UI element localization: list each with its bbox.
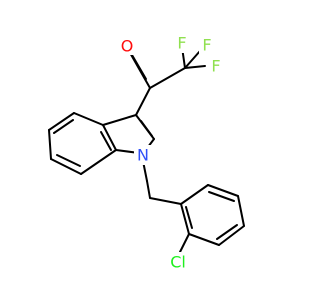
chlorine-atom-label: Cl (170, 253, 186, 272)
molecule-canvas: O F F F N Cl (48, 33, 245, 272)
bond-c3a-c7a-inner (100, 131, 112, 151)
fluorine-atom-label-top-right: F (202, 36, 211, 55)
bond-benzyl-1-2 (180, 184, 209, 205)
fluorine-atom-label-right: F (211, 57, 220, 76)
nitrogen-atom-label: N (137, 146, 149, 165)
bond-c5-c6 (48, 129, 52, 160)
bond-benzyl-6-1 (180, 203, 190, 235)
bond-carbonyl-double-b (131, 54, 147, 80)
bond-c3a-c3 (102, 114, 137, 126)
bond-carbonyl-indole-c3 (135, 87, 151, 116)
bond-cf3-f-top-right (184, 50, 201, 69)
bonds (48, 46, 245, 253)
fluorine-atom-label-top-left: F (177, 34, 186, 53)
bond-c4-c5-inner (53, 119, 74, 134)
bond-benzyl-2-3 (207, 184, 239, 197)
bond-benzyl-2-3-inner (208, 191, 235, 202)
bond-benzyl-5-6 (188, 233, 220, 246)
bond-c4-c5 (48, 112, 75, 131)
bond-c7-c7a (80, 149, 117, 175)
oxygen-atom-label: O (121, 37, 134, 56)
atom-labels: O F F F N Cl (119, 33, 224, 272)
bond-c7a-c3a (102, 124, 117, 151)
bond-cf3-f-right (184, 65, 206, 69)
bond-c6-c7 (50, 158, 82, 175)
bond-benzyl-6-1-inner (185, 206, 193, 229)
structure-drawing: O F F F N Cl (48, 33, 245, 272)
bond-c3-c2-inner (140, 120, 153, 137)
bond-n1-ch2-lower (146, 180, 151, 199)
bond-c6-c7-inner (56, 154, 81, 167)
bond-benzyl-3-4 (237, 195, 245, 227)
bond-benzyl-4-5-inner (216, 224, 238, 240)
bond-benzyl-cl (179, 233, 190, 253)
bond-carbonyl-cf3 (149, 67, 186, 89)
bond-benzyl-4-5 (218, 225, 245, 246)
bond-ch2-benzyl (149, 197, 182, 205)
bond-c3a-c4 (73, 112, 104, 126)
